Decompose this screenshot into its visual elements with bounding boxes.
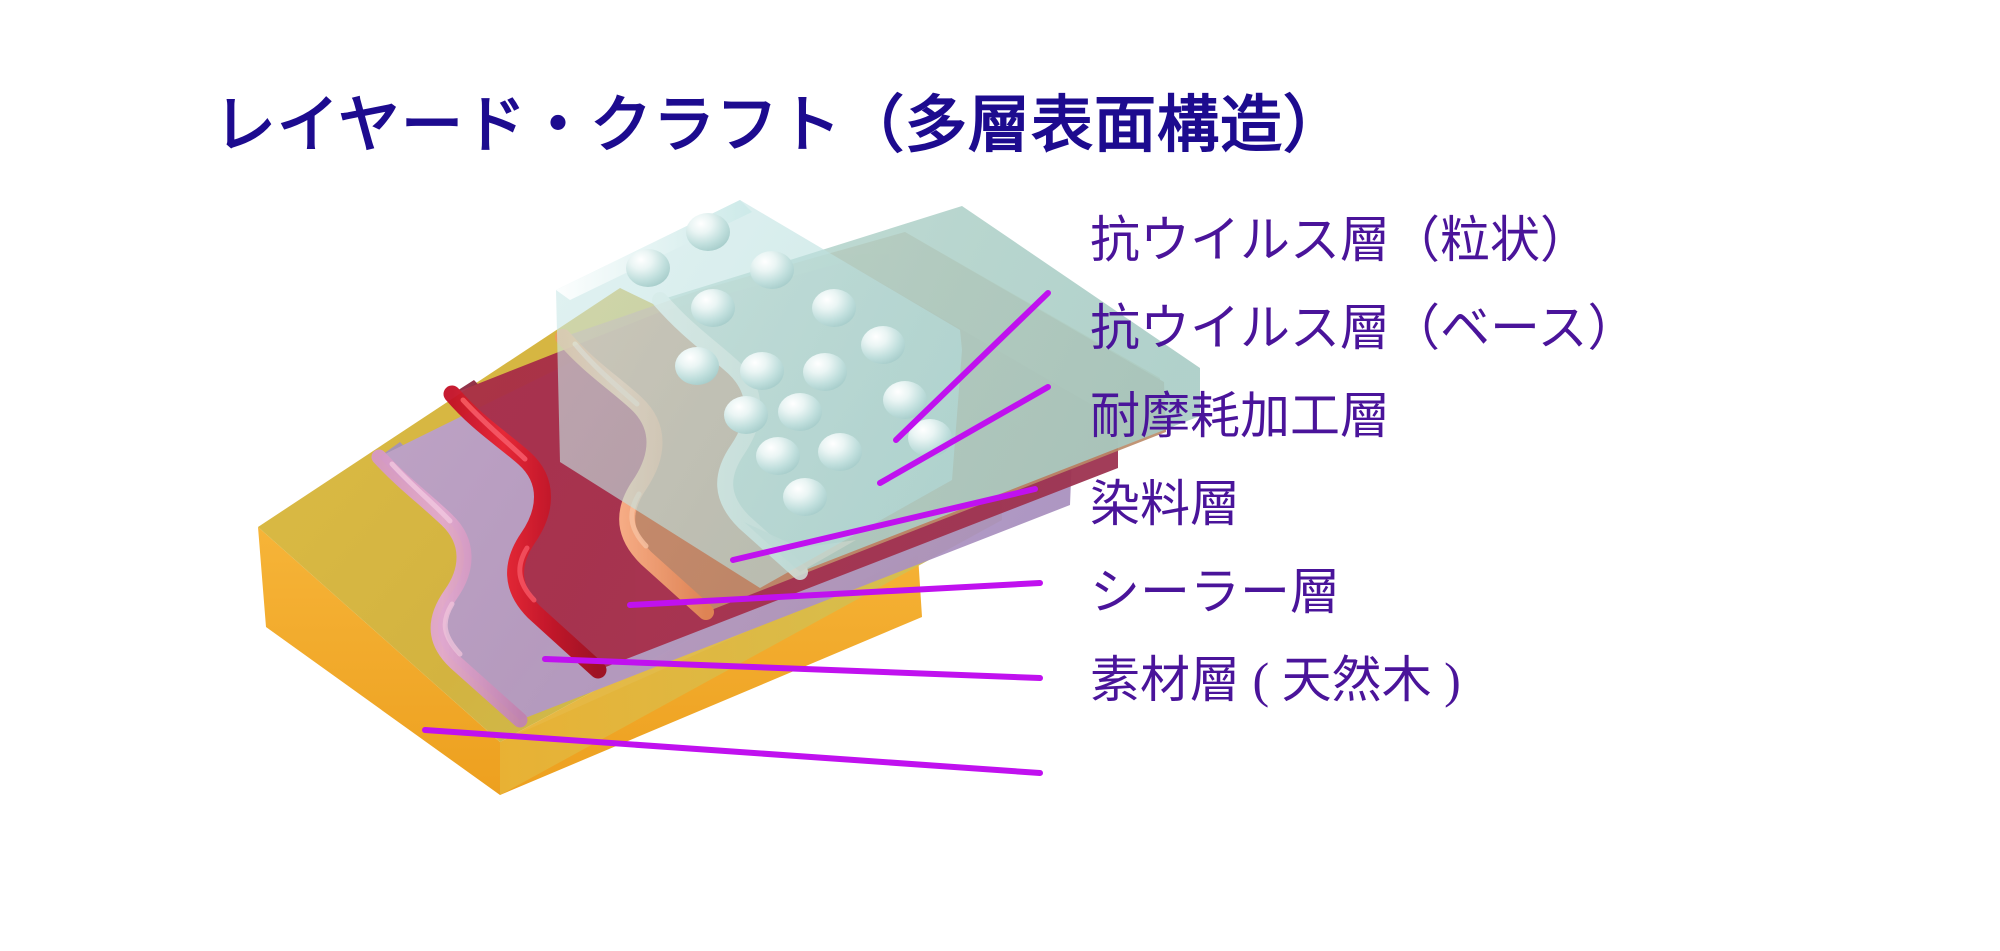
leader-line-antiviral-granular: [893, 290, 1051, 443]
label-dye: 染料層: [1090, 476, 1240, 532]
label-wear-resistant: 耐摩耗加工層: [1090, 388, 1390, 444]
label-row-wear-resistant: 耐摩耗加工層: [1090, 372, 1970, 460]
label-antiviral-granular: 抗ウイルス層（粒状）: [1090, 212, 1590, 268]
leader-lines: [422, 290, 1051, 776]
leader-line-dye: [627, 580, 1043, 608]
label-substrate: 素材層 ( 天然木 ): [1090, 652, 1461, 708]
label-row-dye: 染料層: [1090, 460, 1970, 548]
page-title: レイヤード・クラフト（多層表面構造）: [213, 88, 1347, 161]
label-row-substrate: 素材層 ( 天然木 ): [1090, 636, 1970, 724]
label-row-antiviral-granular: 抗ウイルス層（粒状）: [1090, 196, 1970, 284]
granule-cluster: [626, 213, 952, 516]
layer-label-list: 抗ウイルス層（粒状） 抗ウイルス層（ベース） 耐摩耗加工層 染料層 シーラー層 …: [1090, 196, 1970, 724]
leader-line-sealer: [542, 656, 1043, 681]
label-row-sealer: シーラー層: [1090, 548, 1970, 636]
label-row-antiviral-base: 抗ウイルス層（ベース）: [1090, 284, 1970, 372]
leader-line-antiviral-base: [877, 384, 1051, 486]
leader-line-substrate: [422, 727, 1043, 776]
diagram-layer-stack: [258, 200, 1200, 795]
label-sealer: シーラー層: [1090, 564, 1340, 620]
label-antiviral-base: 抗ウイルス層（ベース）: [1090, 300, 1638, 356]
layer-antiviral-granular: [556, 200, 962, 588]
leader-line-wear-resistant: [730, 486, 1038, 563]
